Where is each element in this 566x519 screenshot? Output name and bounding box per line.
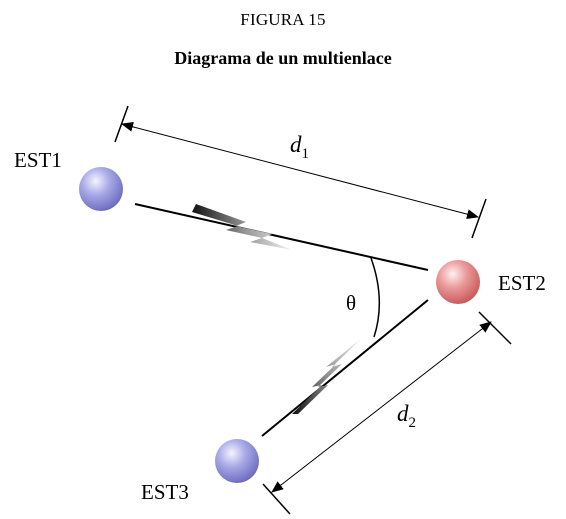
d1-symbol: d [290,132,302,157]
figure-number: FIGURA 15 [240,10,326,29]
d1-label: d1 [290,132,309,162]
d2-dimension-arrow [271,321,492,493]
station-est1-label: EST1 [14,148,62,172]
angle-arc [370,257,381,338]
d2-label: d2 [397,401,416,431]
d2-extension-tick-end [262,483,291,515]
figure-title: Diagrama de un multienlace [174,48,392,68]
station-est1-sphere [79,167,123,211]
d1-extension-tick-start [114,105,129,143]
link-est1-est2 [134,203,429,271]
d2-subscript: 2 [409,415,417,431]
station-est3-sphere [215,439,259,483]
d2-symbol: d [397,401,409,426]
d1-dimension-arrow [121,121,479,220]
station-est2-label: EST2 [498,271,546,295]
lightning-bolt-icon [192,204,292,250]
angle-theta-label: θ [346,291,356,315]
station-est2-sphere [436,260,480,304]
d1-extension-tick-end [471,198,487,239]
d1-subscript: 1 [302,146,310,162]
d2-extension-tick-start [478,311,512,345]
station-est3-label: EST3 [141,480,189,504]
